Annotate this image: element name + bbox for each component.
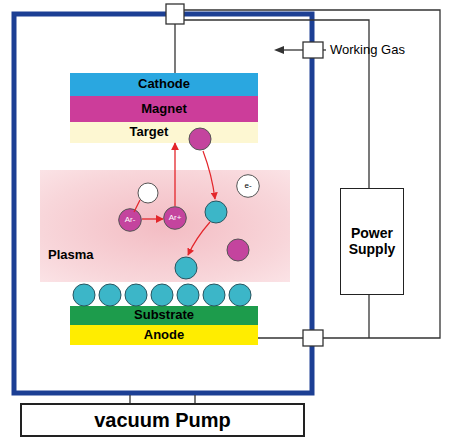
gas-arrowhead — [274, 46, 284, 54]
film-atom — [73, 284, 95, 306]
part-label: Anode — [144, 328, 184, 342]
sputter-path — [203, 151, 215, 199]
sputtered-atom — [205, 201, 227, 223]
target-atom — [189, 128, 211, 150]
pump-line — [194, 395, 195, 403]
part-label: Magnet — [141, 102, 187, 116]
particle-path — [174, 143, 175, 206]
gas-arrow — [282, 49, 303, 50]
ion — [227, 239, 249, 261]
particle-label: Ar+ — [169, 214, 182, 223]
film-atom — [99, 284, 121, 306]
part-label: Target — [130, 125, 169, 139]
part-label: Substrate — [134, 308, 194, 322]
sputtered-atom — [175, 257, 197, 279]
part-label: vacuum Pump — [94, 409, 231, 431]
pump-box: vacuum Pump — [20, 403, 305, 437]
neutral-atom — [138, 183, 158, 203]
particle-label: e- — [244, 182, 251, 191]
cathode-plate: Cathode — [70, 73, 258, 96]
sputter-path — [188, 222, 210, 255]
gas-line — [323, 49, 326, 50]
vacuum-chamber — [14, 14, 312, 393]
film-atom — [177, 284, 199, 306]
target-plate: Target — [70, 122, 258, 143]
part-label: Cathode — [138, 77, 190, 91]
anode-plate: Anode — [70, 325, 258, 345]
magnet-block: Magnet — [70, 96, 258, 122]
power-supply-box: Power Supply — [340, 188, 404, 295]
part-label: Power Supply — [341, 226, 403, 257]
particle-label: Ar- — [125, 216, 136, 225]
anode-wire — [258, 337, 303, 338]
pump-line — [129, 395, 130, 403]
deposited-film — [73, 284, 251, 306]
film-atom — [151, 284, 173, 306]
plasma-region: Plasma e- Ar- Ar+ — [40, 170, 290, 282]
circle-shape — [164, 207, 187, 230]
gas-inlet — [303, 42, 323, 58]
feedthrough — [303, 330, 323, 346]
argon-ion: Ar+ — [163, 206, 187, 230]
cathode-wire — [174, 24, 175, 73]
feedthrough — [166, 4, 184, 24]
power-return-wire — [368, 295, 369, 338]
electron: e- — [236, 174, 260, 198]
substrate-plate: Substrate — [70, 306, 258, 325]
film-atom — [203, 284, 225, 306]
part-label: Plasma — [48, 248, 94, 262]
argon-atom: Ar- — [118, 208, 142, 232]
gas-label: Working Gas — [330, 42, 405, 57]
film-atom — [125, 284, 147, 306]
collision-line — [134, 200, 140, 212]
film-atom — [229, 284, 251, 306]
circle-shape — [119, 209, 142, 232]
circle-shape — [237, 175, 260, 198]
particle-path — [142, 218, 163, 219]
